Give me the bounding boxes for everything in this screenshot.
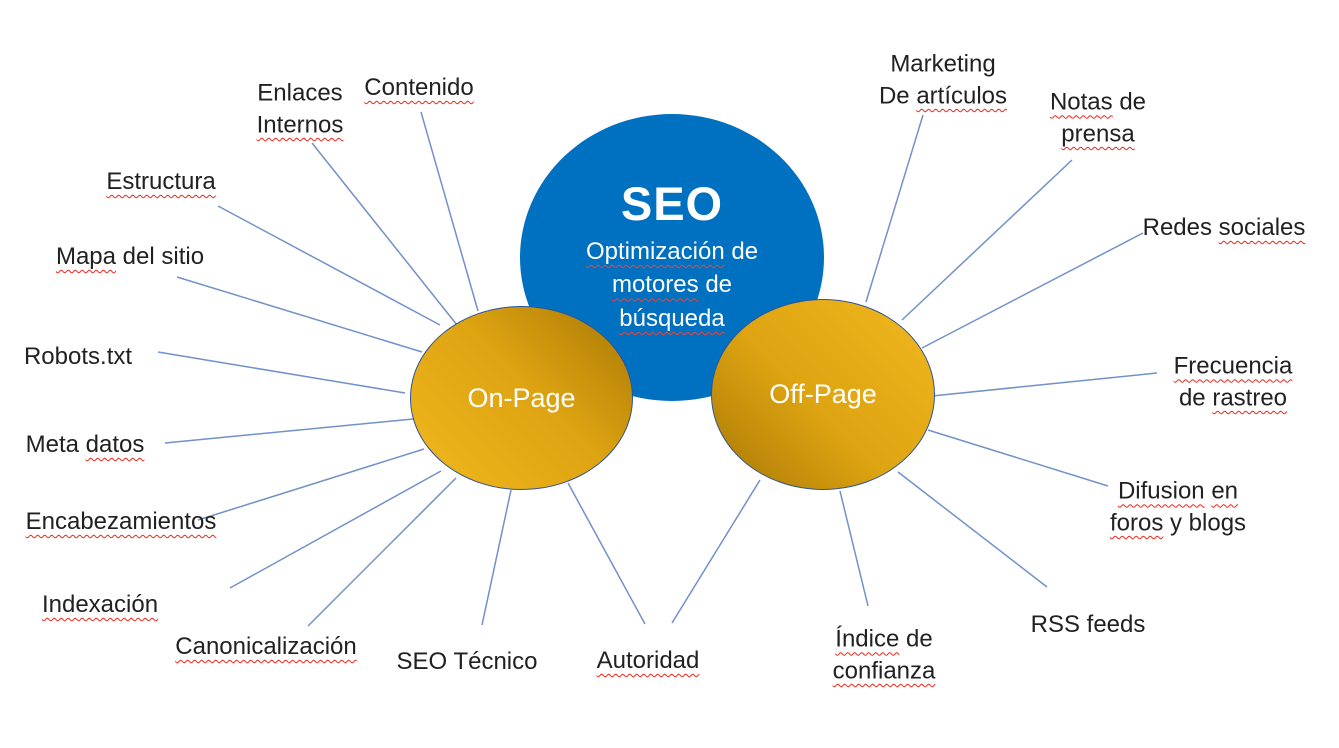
connector-on-page-to-estructura	[217, 205, 441, 326]
connector-on-page-to-indexacion	[229, 470, 442, 589]
on-page-node: On-Page	[410, 306, 633, 490]
connector-on-page-to-autoridad	[567, 482, 646, 625]
node-label-mapa-del-sitio: Mapa del sitio	[55, 243, 205, 271]
connector-off-page-to-marketing-de-articulos	[865, 114, 924, 303]
connector-on-page-to-meta-datos	[164, 418, 414, 444]
connector-on-page-to-mapa-del-sitio	[176, 276, 423, 353]
connector-on-page-to-encabezamientos	[197, 448, 425, 521]
node-label-rss-feeds: RSS feeds	[1030, 611, 1146, 639]
node-label-estructura: Estructura	[106, 168, 216, 196]
node-label-encabezamientos: Encabezamientos	[25, 508, 217, 536]
off-page-node: Off-Page	[711, 299, 935, 490]
connector-on-page-to-contenido	[420, 111, 479, 312]
connector-off-page-to-indice-de-confianza	[839, 490, 869, 607]
connector-off-page-to-redes-sociales	[921, 232, 1144, 349]
node-label-autoridad: Autoridad	[596, 647, 700, 675]
connector-on-page-to-canonicalizacion	[307, 477, 457, 627]
node-label-redes-sociales: Redes sociales	[1142, 214, 1306, 242]
node-label-indexacion: Indexación	[41, 591, 159, 619]
node-label-meta-datos: Meta datos	[25, 431, 145, 459]
connector-on-page-to-robots-txt	[157, 351, 406, 394]
connector-on-page-to-seo-tecnico	[481, 489, 512, 626]
connector-on-page-to-enlaces-internos	[311, 142, 458, 326]
node-label-canonicalizacion: Canonicalización	[175, 633, 357, 661]
connector-off-page-to-rss-feeds	[897, 471, 1048, 588]
node-label-contenido: Contenido	[364, 74, 474, 102]
connector-off-page-to-notas-de-prensa	[901, 159, 1073, 321]
node-label-seo-tecnico: SEO Técnico	[396, 648, 538, 676]
connector-off-page-to-frecuencia-de-rastreo	[931, 372, 1158, 397]
connector-off-page-to-difusion-foros-blogs	[927, 429, 1109, 487]
node-label-robots-txt: Robots.txt	[23, 343, 133, 371]
on-page-label: On-Page	[467, 382, 576, 413]
connector-off-page-to-autoridad	[671, 479, 761, 624]
off-page-label: Off-Page	[769, 379, 877, 409]
seo-title: SEO	[620, 177, 724, 231]
